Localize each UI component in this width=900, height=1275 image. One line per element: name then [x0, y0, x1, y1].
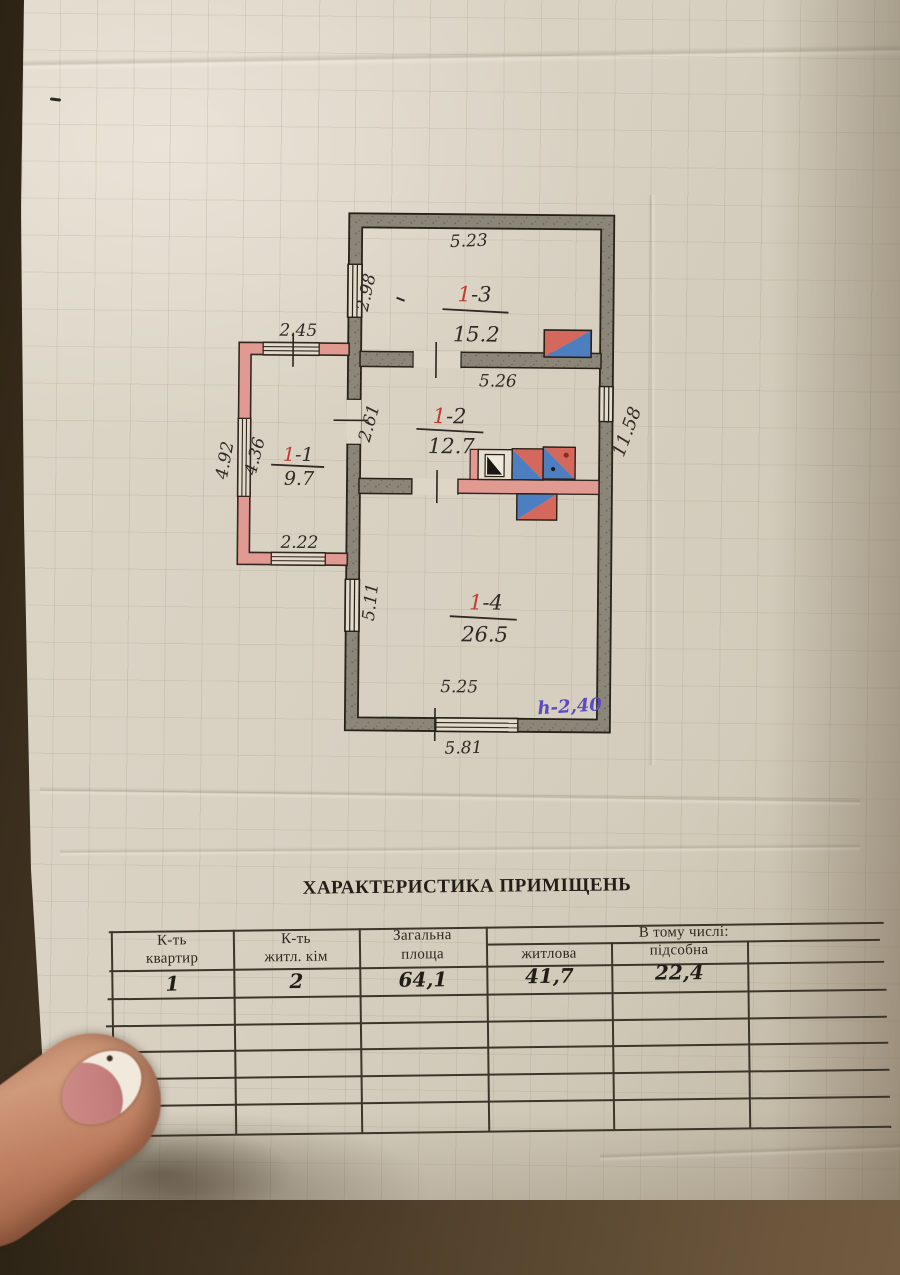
- header-col5: підсобна: [613, 942, 745, 961]
- value-total-area: 64,1: [361, 967, 484, 993]
- header-col3-line2: площа: [361, 946, 484, 965]
- value-apartments: 1: [111, 970, 234, 998]
- thumb-nail: [48, 1037, 155, 1139]
- table-line: [106, 1016, 887, 1028]
- value-living-rooms: 2: [235, 968, 357, 993]
- photo-stage: 5.23 2.98 5.26 2.61 11.58 5.11 5.25 5.81…: [0, 0, 900, 1200]
- value-auxiliary-area: 22,4: [613, 960, 745, 986]
- document-paper: 5.23 2.98 5.26 2.61 11.58 5.11 5.25 5.81…: [0, 0, 900, 1200]
- header-col4: житлова: [488, 945, 610, 963]
- table-line: [747, 940, 751, 1128]
- header-col1-line1: К-ть: [111, 932, 233, 950]
- header-col2-line2: житл. кім: [235, 948, 357, 966]
- value-living-area: 41,7: [488, 963, 610, 988]
- header-col3-line1: Загальна: [361, 927, 484, 946]
- header-col1-line2: квартир: [111, 950, 233, 968]
- header-col2-line1: К-ть: [235, 930, 357, 948]
- characteristics-table: К-ть квартир К-ть житл. кім Загальна пло…: [0, 0, 900, 1206]
